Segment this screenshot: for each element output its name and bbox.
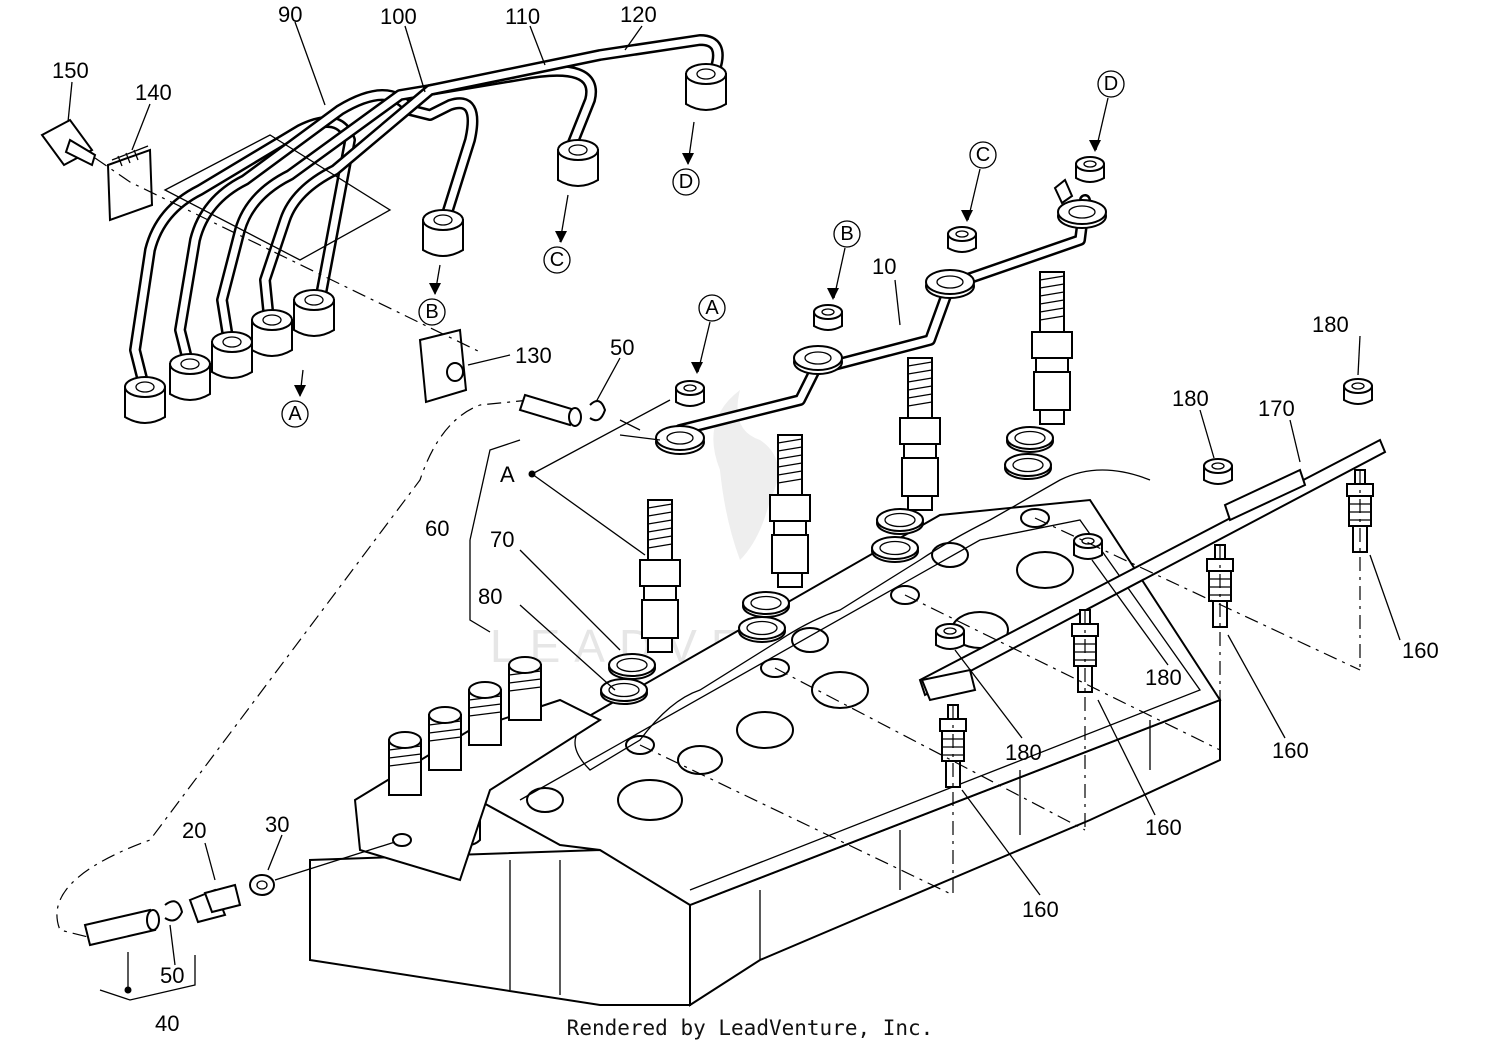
callout-80: 80 — [478, 584, 502, 609]
callout-100: 100 — [380, 4, 417, 29]
callout-140: 140 — [135, 80, 172, 105]
clamp-bolt — [40, 118, 481, 404]
callout-180-upper: 180 — [1172, 386, 1209, 411]
callout-labels: 90 100 110 120 150 140 130 50 10 180 180… — [52, 2, 1439, 1036]
ref-d-pipe: D — [679, 171, 693, 193]
callout-180-mid: 180 — [1145, 665, 1182, 690]
ref-b-injector: B — [840, 223, 853, 245]
ref-a-pipe: A — [288, 403, 302, 425]
ref-c-pipe: C — [550, 249, 564, 271]
callout-40: 40 — [155, 1011, 179, 1036]
callout-120: 120 — [620, 2, 657, 27]
callout-60: 60 — [425, 516, 449, 541]
callout-70: 70 — [490, 527, 514, 552]
callout-10: 10 — [872, 254, 896, 279]
ref-a-injector: A — [705, 297, 719, 319]
leader-lines — [67, 21, 1401, 1001]
leak-off-pipe — [655, 156, 1107, 455]
callout-180-lower: 180 — [1005, 740, 1042, 765]
footer-credit: Rendered by LeadVenture, Inc. — [566, 1016, 934, 1040]
callout-50-bottom: 50 — [160, 963, 184, 988]
fuel-hose — [56, 393, 661, 947]
callout-130: 130 — [515, 343, 552, 368]
callout-50-top: 50 — [610, 335, 634, 360]
cylinder-head — [309, 469, 1222, 1007]
glow-plugs — [639, 378, 1387, 896]
callout-160-d: 160 — [1022, 897, 1059, 922]
ref-b-pipe: B — [425, 301, 438, 323]
callout-20: 20 — [182, 818, 206, 843]
callout-90: 90 — [278, 2, 302, 27]
callout-160-b: 160 — [1272, 738, 1309, 763]
callout-110: 110 — [505, 4, 540, 29]
ref-a-detail: A — [500, 462, 515, 487]
callout-160-c: 160 — [1145, 815, 1182, 840]
callout-160-a: 160 — [1402, 638, 1439, 663]
ref-c-injector: C — [976, 144, 990, 166]
callout-150: 150 — [52, 58, 89, 83]
reference-markers: A B C D A B C D A — [281, 70, 1125, 487]
ref-d-injector: D — [1104, 73, 1118, 95]
injection-pipes — [124, 34, 727, 424]
callout-30: 30 — [265, 812, 289, 837]
callout-170: 170 — [1258, 396, 1295, 421]
injection-pump — [353, 656, 603, 882]
callout-180-right: 180 — [1312, 312, 1349, 337]
